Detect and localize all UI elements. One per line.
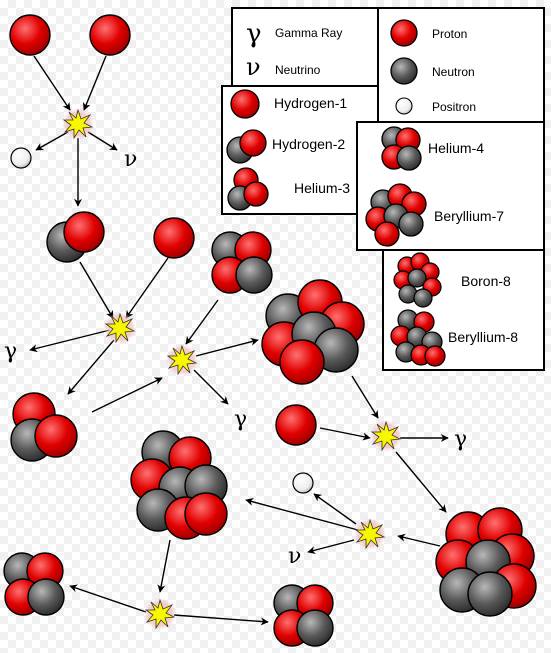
legend-box-particles	[231, 7, 379, 89]
arrow-proton-c-to-flash2	[125, 257, 169, 319]
legend-hydrogen1-label: Hydrogen-1	[274, 95, 347, 111]
legend-neutron-icon	[390, 57, 418, 85]
gamma-symbol-2: γ	[234, 407, 247, 432]
legend-neutron-label: Neutron	[432, 65, 475, 79]
arrow-flash2-to-helium3	[67, 339, 115, 395]
beryllium8-nucleus	[130, 430, 228, 540]
arrow-beryllium8-to-flash6	[157, 539, 171, 593]
arrow-flash1-to-neutrino	[87, 131, 118, 151]
beryllium7-nucleus	[261, 279, 365, 385]
helium4-nucleus-left	[3, 552, 65, 616]
legend-gamma-symbol: γ	[246, 19, 262, 49]
legend-beryllium8-label: Beryllium-8	[448, 329, 518, 345]
hydrogen2-nucleus	[46, 211, 105, 263]
arrow-proton-b-to-flash1	[83, 55, 107, 111]
proton-d	[275, 404, 317, 446]
legend-hydrogen1-icon	[230, 89, 260, 119]
reaction-flash-icon	[104, 312, 136, 344]
arrow-flash4-to-boron8	[395, 451, 447, 513]
arrow-proton-d-to-flash4	[319, 427, 371, 441]
arrow-flash6-to-helium4-left	[69, 584, 147, 613]
arrow-flash6-to-helium4-right	[173, 614, 269, 626]
helium3-nucleus	[10, 392, 78, 462]
arrow-deuteron-to-flash2	[79, 261, 114, 319]
reaction-flash-icon	[144, 598, 176, 630]
legend-beryllium7-label: Beryllium-7	[434, 208, 504, 224]
positron-1	[10, 147, 32, 169]
helium4-nucleus-reactant	[211, 231, 273, 294]
arrow-flash2-to-gamma	[29, 329, 111, 353]
arrow-flash3-to-gamma	[193, 369, 229, 405]
legend-helium3-label: Helium-3	[294, 180, 350, 196]
positron-2	[292, 472, 314, 494]
arrow-flash5-to-neutrino	[307, 539, 355, 555]
particles: ν γ	[3, 14, 537, 647]
arrow-flash5-to-beryllium8	[245, 497, 359, 531]
legend-gamma-label: Gamma Ray	[275, 26, 342, 40]
legend-positron-label: Positron	[432, 100, 476, 114]
legend-beryllium7-icon	[365, 183, 427, 247]
legend-boron8-icon	[393, 252, 442, 308]
proton-b	[89, 14, 131, 56]
arrow-flash3-to-beryllium7	[195, 337, 259, 357]
neutrino-symbol-2: ν	[288, 544, 301, 569]
legend-boron8-label: Boron-8	[461, 273, 511, 289]
legend-proton-icon	[390, 19, 418, 47]
helium4-nucleus-right	[273, 584, 334, 647]
reaction-flash-icon	[62, 108, 94, 140]
reaction-flash-icon	[354, 518, 386, 550]
legend-hydrogen2-icon	[226, 129, 267, 164]
legend-helium3-icon	[227, 167, 269, 211]
legend-helium4-label: Helium-4	[428, 140, 484, 156]
reaction-flashes	[62, 108, 402, 630]
arrow-flash1-to-positron	[35, 131, 69, 151]
arrow-helium3-to-flash3	[91, 377, 163, 413]
legend-proton-label: Proton	[432, 27, 467, 41]
boron8-nucleus	[435, 507, 537, 617]
arrow-flash5-to-positron	[313, 493, 357, 525]
legend-beryllium8-icon	[390, 309, 446, 367]
legend-neutrino-symbol: ν	[246, 53, 261, 81]
legend-positron-icon	[395, 97, 413, 115]
arrow-beryllium7-to-flash4	[351, 375, 379, 419]
reaction-flash-icon	[166, 344, 198, 376]
legend-hydrogen2-label: Hydrogen-2	[272, 136, 345, 152]
arrow-boron8-to-flash5	[397, 533, 441, 547]
gamma-symbol-1: γ	[4, 339, 17, 364]
neutrino-symbol-1: ν	[124, 147, 137, 172]
legend-neutrino-label: Neutrino	[275, 63, 321, 77]
legend: γ Gamma Ray ν Neutrino Proton Neutron Po…	[221, 7, 545, 371]
proton-c	[153, 217, 195, 259]
arrow-helium4-to-flash3	[185, 299, 219, 345]
gamma-symbol-3: γ	[454, 427, 467, 452]
arrow-proton-a-to-flash1	[33, 55, 71, 111]
proton-a	[9, 14, 51, 56]
reaction-flash-icon	[370, 420, 402, 452]
reaction-arrows	[29, 55, 449, 626]
legend-helium4-icon	[381, 126, 422, 171]
